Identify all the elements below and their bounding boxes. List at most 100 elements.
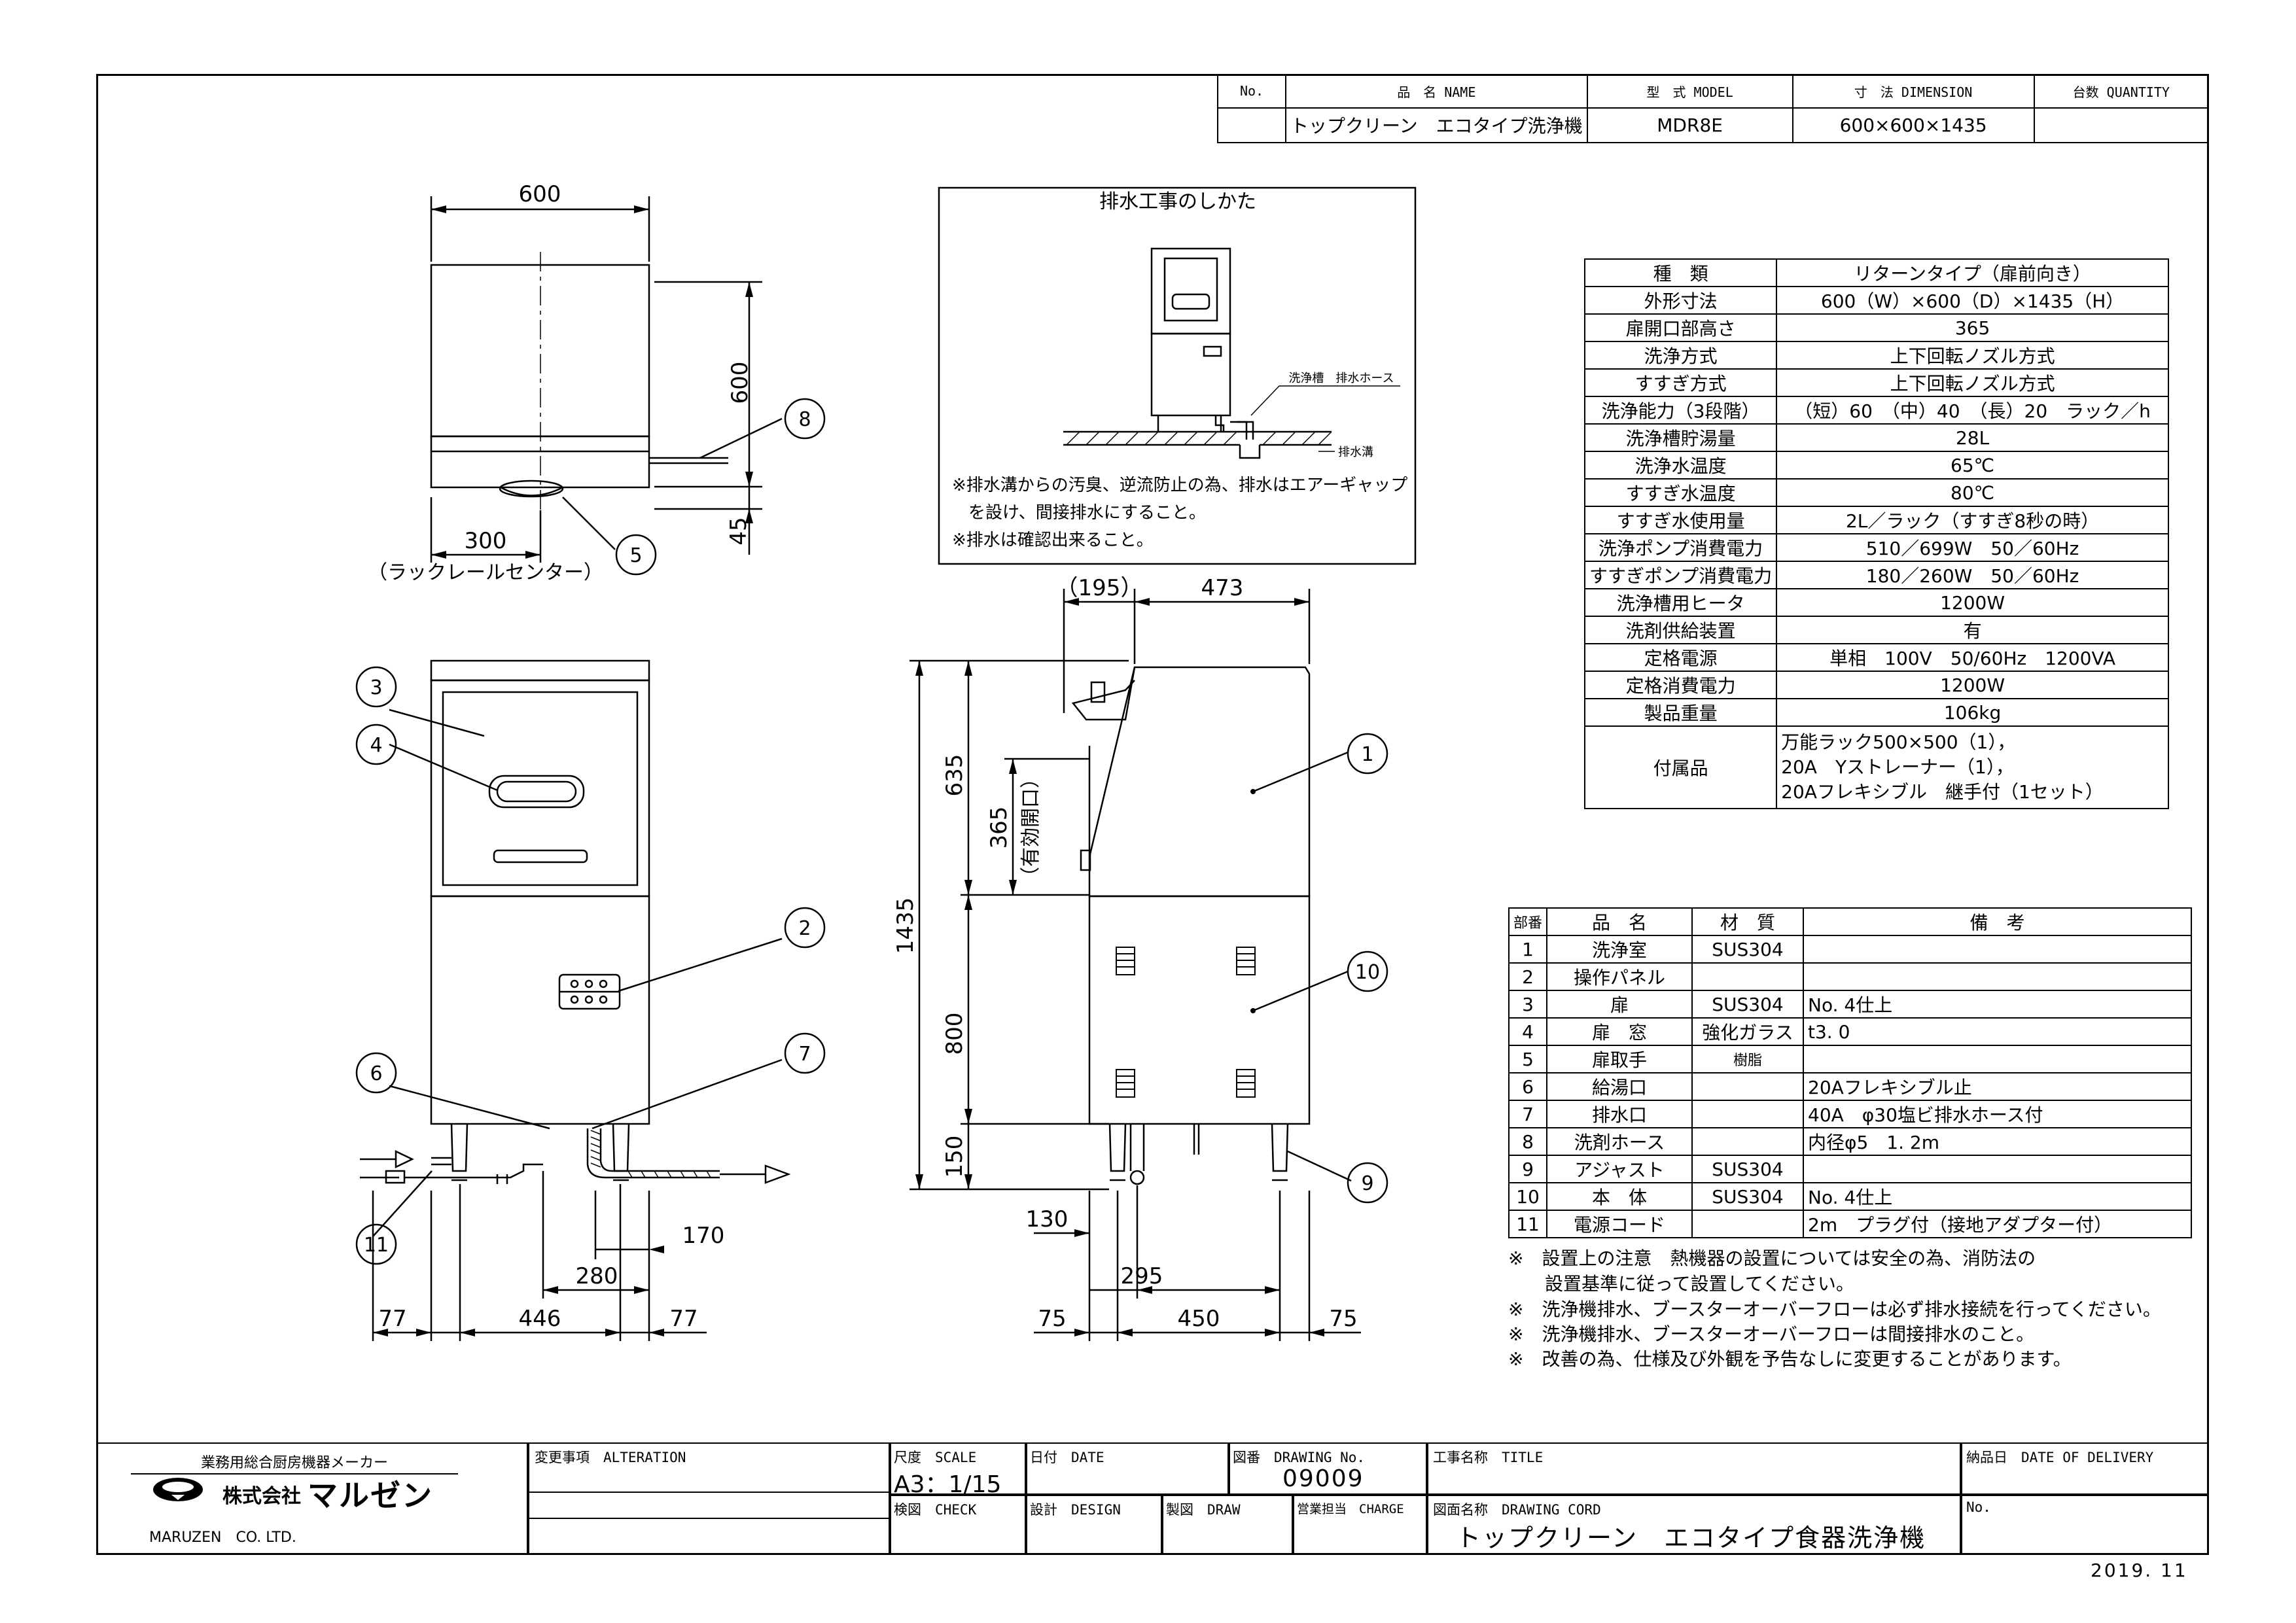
part-remarks: 20Aフレキシブル止 xyxy=(1803,1072,2192,1101)
date-footer: 2019. 11 xyxy=(2091,1560,2188,1581)
part-name: 電源コード xyxy=(1546,1210,1693,1238)
spec-value: 上下回転ノズル方式 xyxy=(1776,368,2169,397)
spec-accessory-3: 20Aフレキシブル 継手付（1セット） xyxy=(1781,781,2104,803)
part-remarks: 内径φ5 1. 2m xyxy=(1803,1127,2192,1156)
dim-rail-center: （ラックレールセンター） xyxy=(368,561,603,584)
dim-side-75b: 75 xyxy=(1329,1306,1357,1332)
callout-3: 3 xyxy=(370,676,382,699)
delivery-label: 納品日 DATE OF DELIVERY xyxy=(1966,1450,2154,1465)
part-number: 7 xyxy=(1508,1100,1548,1128)
spec-label: 洗浄能力（3段階） xyxy=(1583,396,1778,425)
part-material xyxy=(1691,962,1805,991)
part-material: SUS304 xyxy=(1691,990,1805,1019)
callout-7: 7 xyxy=(798,1043,811,1066)
part-remarks xyxy=(1803,935,2192,964)
spec-label: 種 類 xyxy=(1583,258,1778,287)
part-remarks: 40A φ30塩ビ排水ホース付 xyxy=(1803,1100,2192,1128)
spec-value: 2L／ラック（すすぎ8秒の時） xyxy=(1776,506,2169,534)
spec-row: 種 類リターンタイプ（扉前向き） xyxy=(1583,258,2169,287)
part-number: 3 xyxy=(1508,990,1548,1019)
spec-label: 洗浄ポンプ消費電力 xyxy=(1583,533,1778,562)
part-name: 扉 窓 xyxy=(1546,1017,1693,1046)
part-name: 本 体 xyxy=(1546,1182,1693,1211)
part-material xyxy=(1691,1210,1805,1238)
part-name: アジャスト xyxy=(1546,1155,1693,1183)
part-number: 10 xyxy=(1508,1182,1548,1211)
drain-note-3: ※排水は確認出来ること。 xyxy=(952,531,1154,550)
dim-top-300: 300 xyxy=(465,528,507,554)
drain-box-text: 排水工事のしかた 洗浄槽 排水ホース 排水溝 ※排水溝からの汚臭、逆流防止の為、… xyxy=(952,190,1407,550)
callout-11: 11 xyxy=(364,1234,389,1257)
dim-side-635: 635 xyxy=(942,754,968,797)
part-material: SUS304 xyxy=(1691,1182,1805,1211)
parts-header-cell: 品 名 xyxy=(1546,907,1693,936)
part-remarks xyxy=(1803,1155,2192,1183)
dim-side-1435: 1435 xyxy=(892,898,919,954)
part-material: SUS304 xyxy=(1691,935,1805,964)
dim-front-280: 280 xyxy=(576,1263,618,1289)
spec-value: 1200W xyxy=(1776,671,2169,699)
spec-label: すすぎ水温度 xyxy=(1583,478,1778,507)
dim-side-75a: 75 xyxy=(1038,1306,1066,1332)
header-col-model: 型 式 MODEL xyxy=(1586,74,1793,109)
dim-side-195: （195） xyxy=(1056,575,1143,601)
spec-value: 上下回転ノズル方式 xyxy=(1776,341,2169,370)
spec-value: 80℃ xyxy=(1776,478,2169,507)
alteration-label: 変更事項 ALTERATION xyxy=(535,1450,686,1465)
callout-9: 9 xyxy=(1361,1172,1373,1195)
spec-value: 510／699W 50／60Hz xyxy=(1776,533,2169,562)
company-en: MARUZEN CO. LTD. xyxy=(149,1529,296,1546)
callout-6: 6 xyxy=(370,1062,382,1085)
dim-side-130: 130 xyxy=(1026,1206,1069,1232)
dim-side-opening: （有効開口） xyxy=(1019,769,1042,886)
spec-value: 106kg xyxy=(1776,698,2169,727)
arrowheads xyxy=(373,205,1324,1336)
part-number: 9 xyxy=(1508,1155,1548,1183)
spec-label: すすぎポンプ消費電力 xyxy=(1583,561,1778,589)
parts-header-cell: 部番 xyxy=(1508,907,1548,936)
company-brand: マルゼン xyxy=(308,1478,433,1513)
design-label: 設計 DESIGN xyxy=(1030,1502,1121,1518)
part-remarks xyxy=(1803,1045,2192,1073)
part-material: 強化ガラス xyxy=(1691,1017,1805,1046)
dim-top-45: 45 xyxy=(726,517,752,545)
callout-10: 10 xyxy=(1355,961,1380,984)
dim-front-77a: 77 xyxy=(378,1306,406,1332)
part-name: 給湯口 xyxy=(1546,1072,1693,1101)
part-number: 5 xyxy=(1508,1045,1548,1073)
part-number: 1 xyxy=(1508,935,1548,964)
spec-value: （短）60 （中）40 （長）20 ラック／h xyxy=(1776,396,2169,425)
header-row-no xyxy=(1217,107,1286,144)
part-remarks: t3. 0 xyxy=(1803,1017,2192,1046)
callout-8: 8 xyxy=(798,408,811,431)
spec-row: 洗浄能力（3段階）（短）60 （中）40 （長）20 ラック／h xyxy=(1583,396,2169,425)
part-number: 2 xyxy=(1508,962,1548,991)
spec-value: 180／260W 50／60Hz xyxy=(1776,561,2169,589)
model-header-table: No. 品 名 NAME 型 式 MODEL 寸 法 DIMENSION 台数 … xyxy=(1217,74,2210,144)
header-row-model: MDR8E xyxy=(1586,107,1793,144)
date-label: 日付 DATE xyxy=(1030,1450,1104,1465)
drawing-no: 09009 xyxy=(1282,1465,1364,1492)
no-label: No. xyxy=(1966,1499,1991,1515)
note-3: ※ 洗浄機排水、ブースターオーバーフローは必ず排水接続を行ってください。 xyxy=(1508,1299,2161,1320)
note-2: 設置基準に従って設置してください。 xyxy=(1508,1273,1854,1295)
maruzen-logo-icon xyxy=(152,1475,217,1504)
header-col-no: No. xyxy=(1217,74,1286,109)
callout-4: 4 xyxy=(370,734,382,757)
drawing-cord-label: 図面名称 DRAWING CORD xyxy=(1433,1502,1601,1518)
check-label: 検図 CHECK xyxy=(894,1502,977,1518)
dim-side-150: 150 xyxy=(942,1136,968,1178)
callout-1: 1 xyxy=(1361,743,1373,766)
part-remarks: 2m プラグ付（接地アダプター付） xyxy=(1803,1210,2192,1238)
